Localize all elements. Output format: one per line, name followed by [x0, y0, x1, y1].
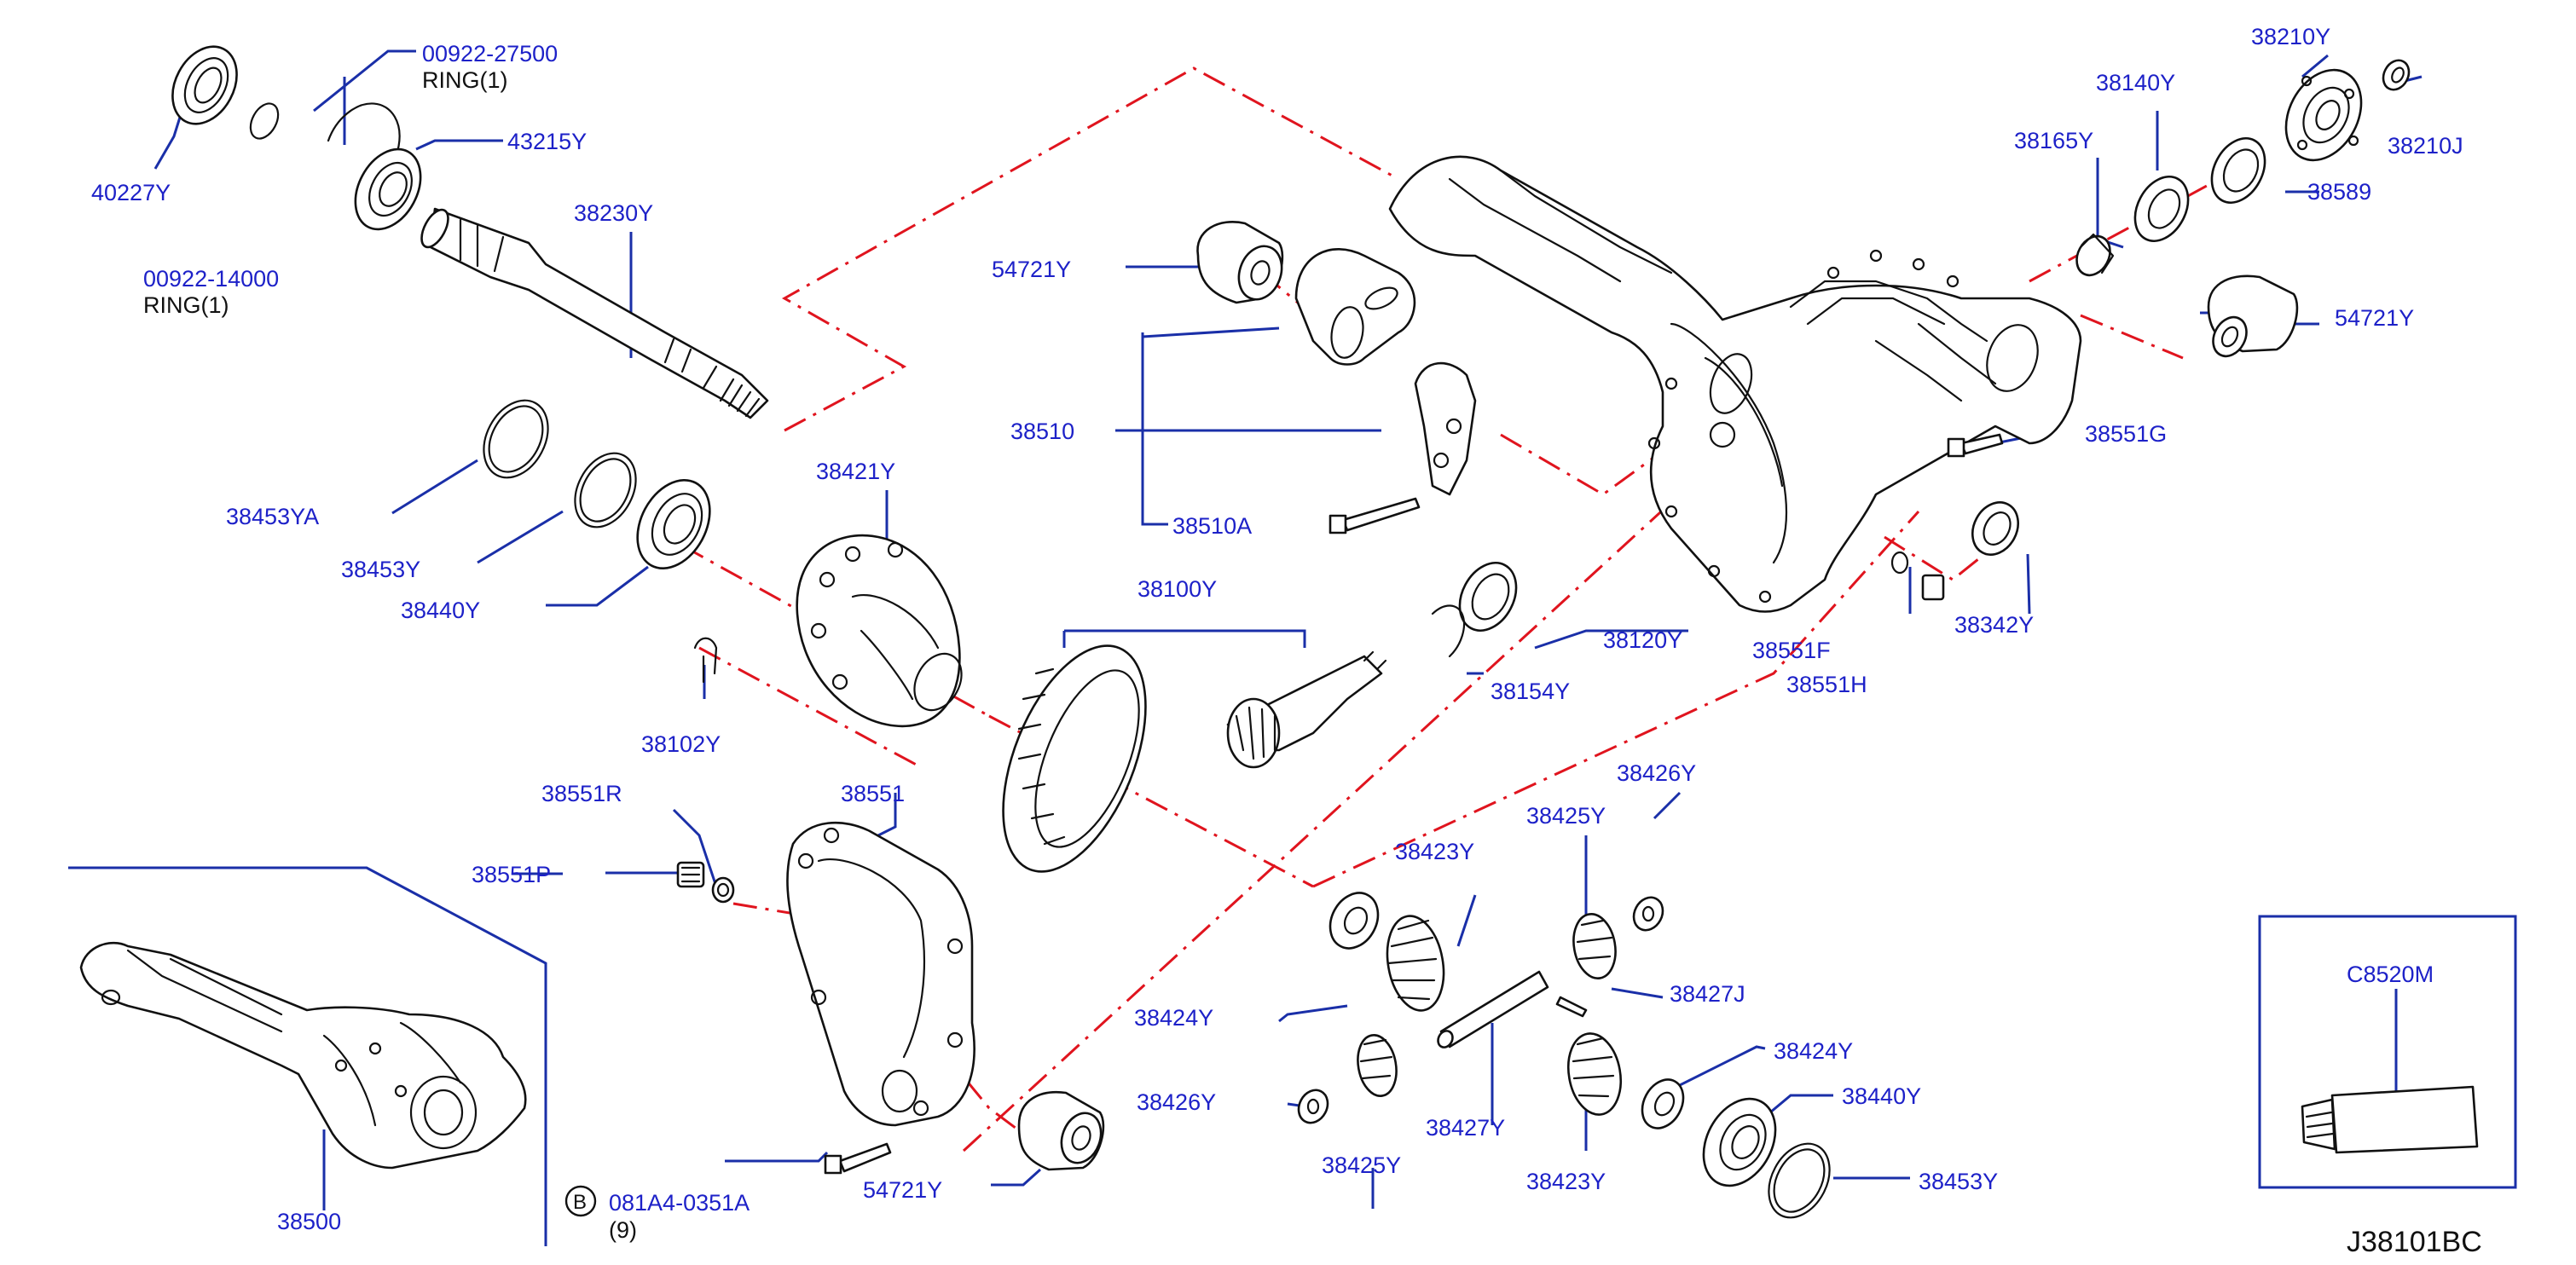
- part-labels: 40227Y 00922-27500 RING(1) 43215Y 00922-…: [91, 24, 2482, 1258]
- spacer-38165y: [2075, 233, 2115, 277]
- label-38453ya: 38453YA: [226, 504, 319, 529]
- oring-38453y-b: [1768, 1142, 1831, 1219]
- label-40227y: 40227Y: [91, 180, 171, 205]
- label-38551r: 38551R: [541, 781, 622, 806]
- figure-code: J38101BC: [2347, 1226, 2482, 1258]
- label-38427j: 38427J: [1670, 981, 1745, 1007]
- bearing-38440y-b: [1702, 1097, 1777, 1187]
- label-38551p: 38551P: [472, 862, 551, 887]
- label-38423y-b: 38423Y: [1526, 1169, 1606, 1194]
- label-38551g: 38551G: [2085, 421, 2167, 447]
- pinion-gear-38425y-a: [1572, 913, 1617, 979]
- spacer-38154y: [1431, 604, 1466, 658]
- label-38154y: 38154Y: [1491, 679, 1570, 704]
- plug-38551h: [1890, 551, 1945, 601]
- label-081a4-0351a: 081A4-0351A: [609, 1190, 750, 1216]
- label-38100y: 38100Y: [1137, 576, 1217, 602]
- bolt-38551g: [1947, 433, 2004, 458]
- label-38425y-a: 38425Y: [1526, 803, 1606, 829]
- label-38453y-b: 38453Y: [1919, 1169, 1998, 1194]
- side-gear-38423y-b: [1567, 1032, 1622, 1116]
- pinion-shaft-38427y: [1437, 970, 1549, 1048]
- label-38165y: 38165Y: [2014, 128, 2093, 153]
- bushing-54721y-lower: [1017, 1090, 1105, 1171]
- side-gear-38423y-a: [1386, 915, 1445, 1012]
- label-38551h: 38551H: [1786, 672, 1867, 697]
- washer-38426y-a: [1632, 896, 1664, 932]
- label-38426y-b: 38426Y: [1137, 1089, 1216, 1115]
- oil-seal-38589: [2210, 137, 2266, 204]
- label-38342y: 38342Y: [1954, 612, 2034, 638]
- label-38440y-a: 38440Y: [401, 598, 480, 623]
- washer-38426y-b: [1297, 1089, 1329, 1124]
- label-38425y-b: 38425Y: [1322, 1152, 1401, 1178]
- label-38424y-b: 38424Y: [1774, 1038, 1853, 1064]
- thrust-washer-38424y-b: [1641, 1078, 1685, 1129]
- sealant-box-c8520m: [2258, 915, 2517, 1189]
- bearing-38440y: [636, 478, 711, 570]
- label-38589: 38589: [2307, 179, 2371, 205]
- bolt-38510a: [1329, 497, 1421, 534]
- label-38453y-a: 38453Y: [341, 557, 420, 582]
- label-54721y-a: 54721Y: [992, 257, 1071, 282]
- bushing-54721y-right: [2207, 274, 2299, 358]
- label-38427y: 38427Y: [1426, 1115, 1505, 1141]
- pin-38427j: [1555, 996, 1588, 1018]
- label-38551: 38551: [841, 781, 905, 806]
- bolt-marker-b: B: [573, 1191, 587, 1214]
- oil-seal-38342y: [1971, 501, 2020, 556]
- oil-seal-40227y: [171, 45, 238, 125]
- bushing-54721y-left: [1196, 221, 1284, 304]
- label-38426y-a: 38426Y: [1617, 760, 1696, 786]
- oring-38453ya: [483, 399, 549, 479]
- label-54721y-c: 54721Y: [863, 1177, 942, 1203]
- drain-plug-38551p: [676, 861, 705, 888]
- bracket-38510a: [1414, 361, 1477, 496]
- label-00922-14000: 00922-14000: [143, 266, 279, 292]
- label-38421y: 38421Y: [816, 459, 895, 484]
- gasket-38551r: [711, 876, 735, 904]
- companion-flange-38210y: [2284, 68, 2363, 162]
- nut-38210j: [2382, 59, 2411, 91]
- carrier-housing: [1388, 155, 2082, 613]
- label-38551f: 38551F: [1752, 638, 1831, 663]
- bearing-43215y: [354, 147, 422, 231]
- bearing-38140y: [2133, 176, 2190, 242]
- label-bolt-qty: (9): [609, 1217, 637, 1243]
- snap-ring-00922-14000: [249, 102, 280, 140]
- label-38210j: 38210J: [2388, 133, 2463, 159]
- oring-38453y: [574, 452, 637, 529]
- bearing-38120y: [1458, 562, 1518, 632]
- diff-case-38421y: [796, 534, 963, 728]
- label-ring-1b: RING(1): [143, 292, 229, 318]
- diff-assembly-38500: [79, 941, 527, 1170]
- label-00922-27500: 00922-27500: [422, 41, 558, 66]
- label-38230y: 38230Y: [574, 200, 653, 226]
- label-38500: 38500: [277, 1209, 341, 1234]
- bolt-081a4-0351a: [824, 1142, 892, 1175]
- mount-bracket: [1294, 248, 1416, 366]
- label-54721y-b: 54721Y: [2335, 305, 2414, 331]
- label-38424y-a: 38424Y: [1134, 1005, 1213, 1031]
- label-38440y-b: 38440Y: [1842, 1083, 1921, 1109]
- label-38210y: 38210Y: [2251, 24, 2330, 49]
- pinion-gear-38425y-b: [1357, 1034, 1398, 1097]
- label-38510a: 38510A: [1172, 513, 1252, 539]
- label-38510: 38510: [1010, 419, 1074, 444]
- bolt-marker-circle: [564, 1185, 597, 1217]
- label-38423y-a: 38423Y: [1395, 839, 1474, 864]
- ring-gear-set-38100y: [1002, 644, 1387, 873]
- label-38102y: 38102Y: [641, 731, 721, 757]
- label-38120y: 38120Y: [1603, 627, 1682, 653]
- axle-shaft-38230y: [420, 207, 769, 419]
- label-43215y: 43215Y: [507, 129, 587, 154]
- rear-cover-38551: [786, 821, 975, 1127]
- thrust-washer-38424y-a: [1329, 892, 1380, 950]
- label-38140y: 38140Y: [2096, 70, 2175, 95]
- pinion-pin-38102y: [693, 637, 718, 684]
- label-c8520m: C8520M: [2347, 962, 2434, 987]
- label-ring-1a: RING(1): [422, 67, 508, 93]
